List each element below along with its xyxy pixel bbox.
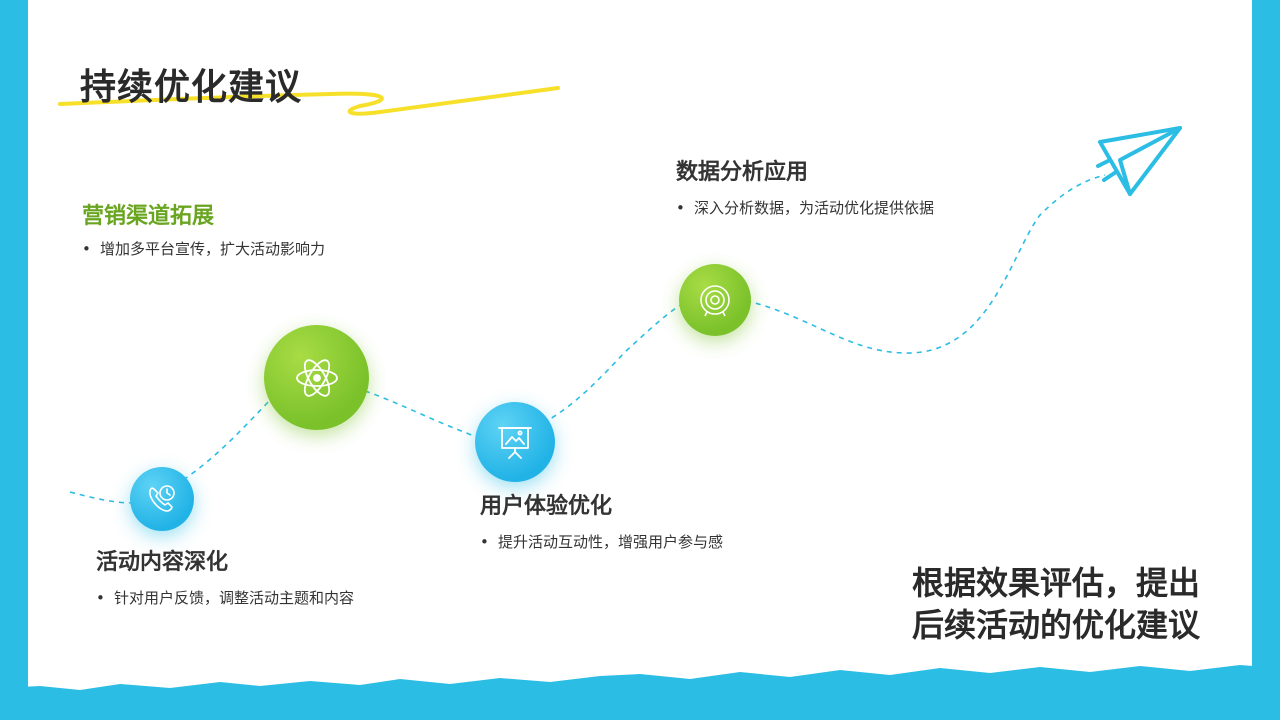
atom-icon [295,358,338,397]
step-3-bullet: •提升活动互动性，增强用户参与感 [480,533,724,551]
step-1-heading: 活动内容深化 [96,550,229,575]
step-3-bullet-text: 提升活动互动性，增强用户参与感 [498,533,724,551]
step-1-bullet-text: 针对用户反馈，调整活动主题和内容 [114,589,355,607]
conclusion-text: 根据效果评估，提出后续活动的优化建议 [912,564,1201,644]
step-4-bullet: •深入分析数据，为活动优化提供依据 [676,199,935,217]
phone-clock-icon [149,485,175,512]
step-1-node [130,467,194,531]
step-2-heading: 营销渠道拓展 [82,204,215,229]
step-4-bullet-text: 深入分析数据，为活动优化提供依据 [694,199,935,217]
step-4-node [679,264,751,336]
step-2-node [264,325,369,430]
presentation-board-icon [498,427,532,459]
step-1-bullet: •针对用户反馈，调整活动主题和内容 [96,589,355,607]
step-4-heading: 数据分析应用 [676,160,809,185]
step-3-heading: 用户体验优化 [480,494,613,519]
step-2-bullet-text: 增加多平台宣传，扩大活动影响力 [100,240,326,258]
step-3-node [475,402,555,482]
page-title: 持续优化建议 [80,67,303,108]
target-icon [700,285,730,317]
step-2-bullet: •增加多平台宣传，扩大活动影响力 [82,240,326,258]
